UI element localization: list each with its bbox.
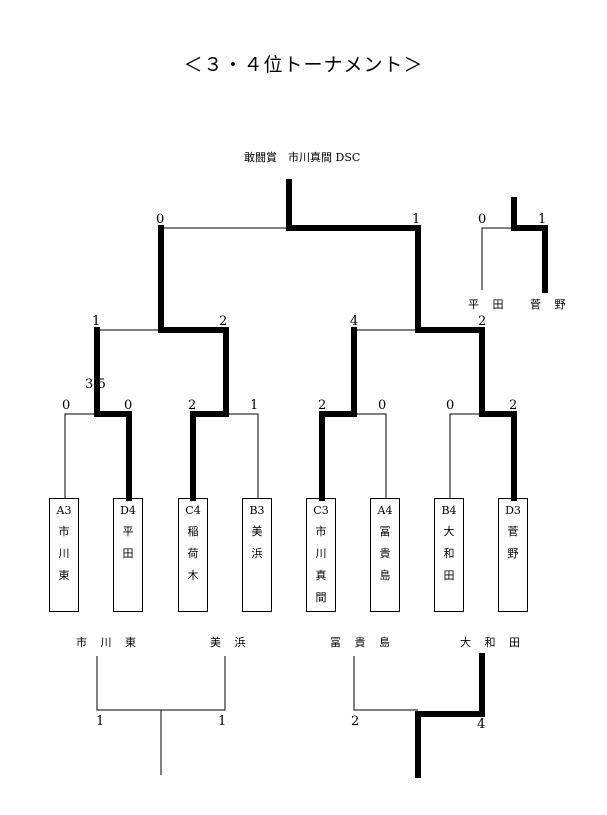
side-match-score-left: 0 [478, 212, 487, 227]
round2-score: 1 [92, 314, 101, 329]
winner-path-c3 [319, 411, 357, 501]
lower-score: 1 [218, 714, 227, 729]
team-name: 冨貴島 [379, 525, 391, 582]
round1-score: 2 [509, 398, 518, 413]
team-name: 菅野 [507, 525, 519, 560]
team-box: C3 市川真間 [306, 498, 336, 612]
side-match-score-right: 1 [538, 212, 547, 227]
team-name: 大和田 [443, 525, 455, 582]
team-name: 美浜 [251, 525, 263, 560]
winner-path-d3 [479, 411, 517, 501]
round1-score: 0 [378, 398, 387, 413]
semifinal-score-left: 0 [156, 212, 165, 227]
team-seed: D3 [505, 504, 521, 517]
team-seed: B3 [249, 504, 265, 517]
team-box: C4 稲荷木 [178, 498, 208, 612]
team-box: D3 菅野 [498, 498, 528, 612]
lower-team-label: 冨 貴 島 [330, 636, 395, 649]
team-box: A3 市川東 [49, 498, 79, 612]
team-name: 市川東 [58, 525, 70, 582]
semifinal-score-right: 1 [412, 212, 421, 227]
lower-team-label: 美 浜 [210, 636, 251, 649]
team-seed: C3 [313, 504, 329, 517]
lower-score: 2 [351, 714, 360, 729]
team-box: B3 美浜 [242, 498, 272, 612]
team-seed: C4 [185, 504, 201, 517]
team-box: A4 冨貴島 [370, 498, 400, 612]
winner-path-d4 [94, 411, 132, 501]
round2-score: 4 [350, 314, 359, 329]
round1-score: 2 [188, 398, 197, 413]
round1-score: 0 [124, 398, 133, 413]
round2-score: 2 [478, 314, 487, 329]
lower-score: 4 [477, 717, 486, 732]
team-name: 稲荷木 [187, 525, 199, 582]
team-seed: A4 [377, 504, 393, 517]
lower-team-label: 市 川 東 [76, 636, 141, 649]
winner-path-c4 [190, 411, 229, 501]
winner-caption: 敢闘賞 市川真間 DSC [244, 151, 361, 164]
page-title: ＜３・４位トーナメント＞ [183, 54, 424, 76]
lower-team-label: 大 和 田 [460, 636, 525, 649]
round2-score: 2 [219, 314, 228, 329]
round1-score: 0 [446, 398, 455, 413]
side-match-team-right: 菅 野 [530, 298, 571, 311]
pk-note: 3-5 [85, 377, 106, 392]
team-name: 市川真間 [315, 525, 327, 604]
team-name: 平田 [122, 525, 134, 560]
team-box: D4 平田 [113, 498, 143, 612]
team-seed: D4 [120, 504, 136, 517]
side-match-team-left: 平 田 [468, 298, 509, 311]
team-seed: B4 [441, 504, 457, 517]
team-box: B4 大和田 [434, 498, 464, 612]
lower-score: 1 [96, 714, 105, 729]
team-seed: A3 [56, 504, 72, 517]
round1-score: 2 [318, 398, 327, 413]
round1-score: 1 [250, 398, 259, 413]
round1-score: 0 [62, 398, 71, 413]
